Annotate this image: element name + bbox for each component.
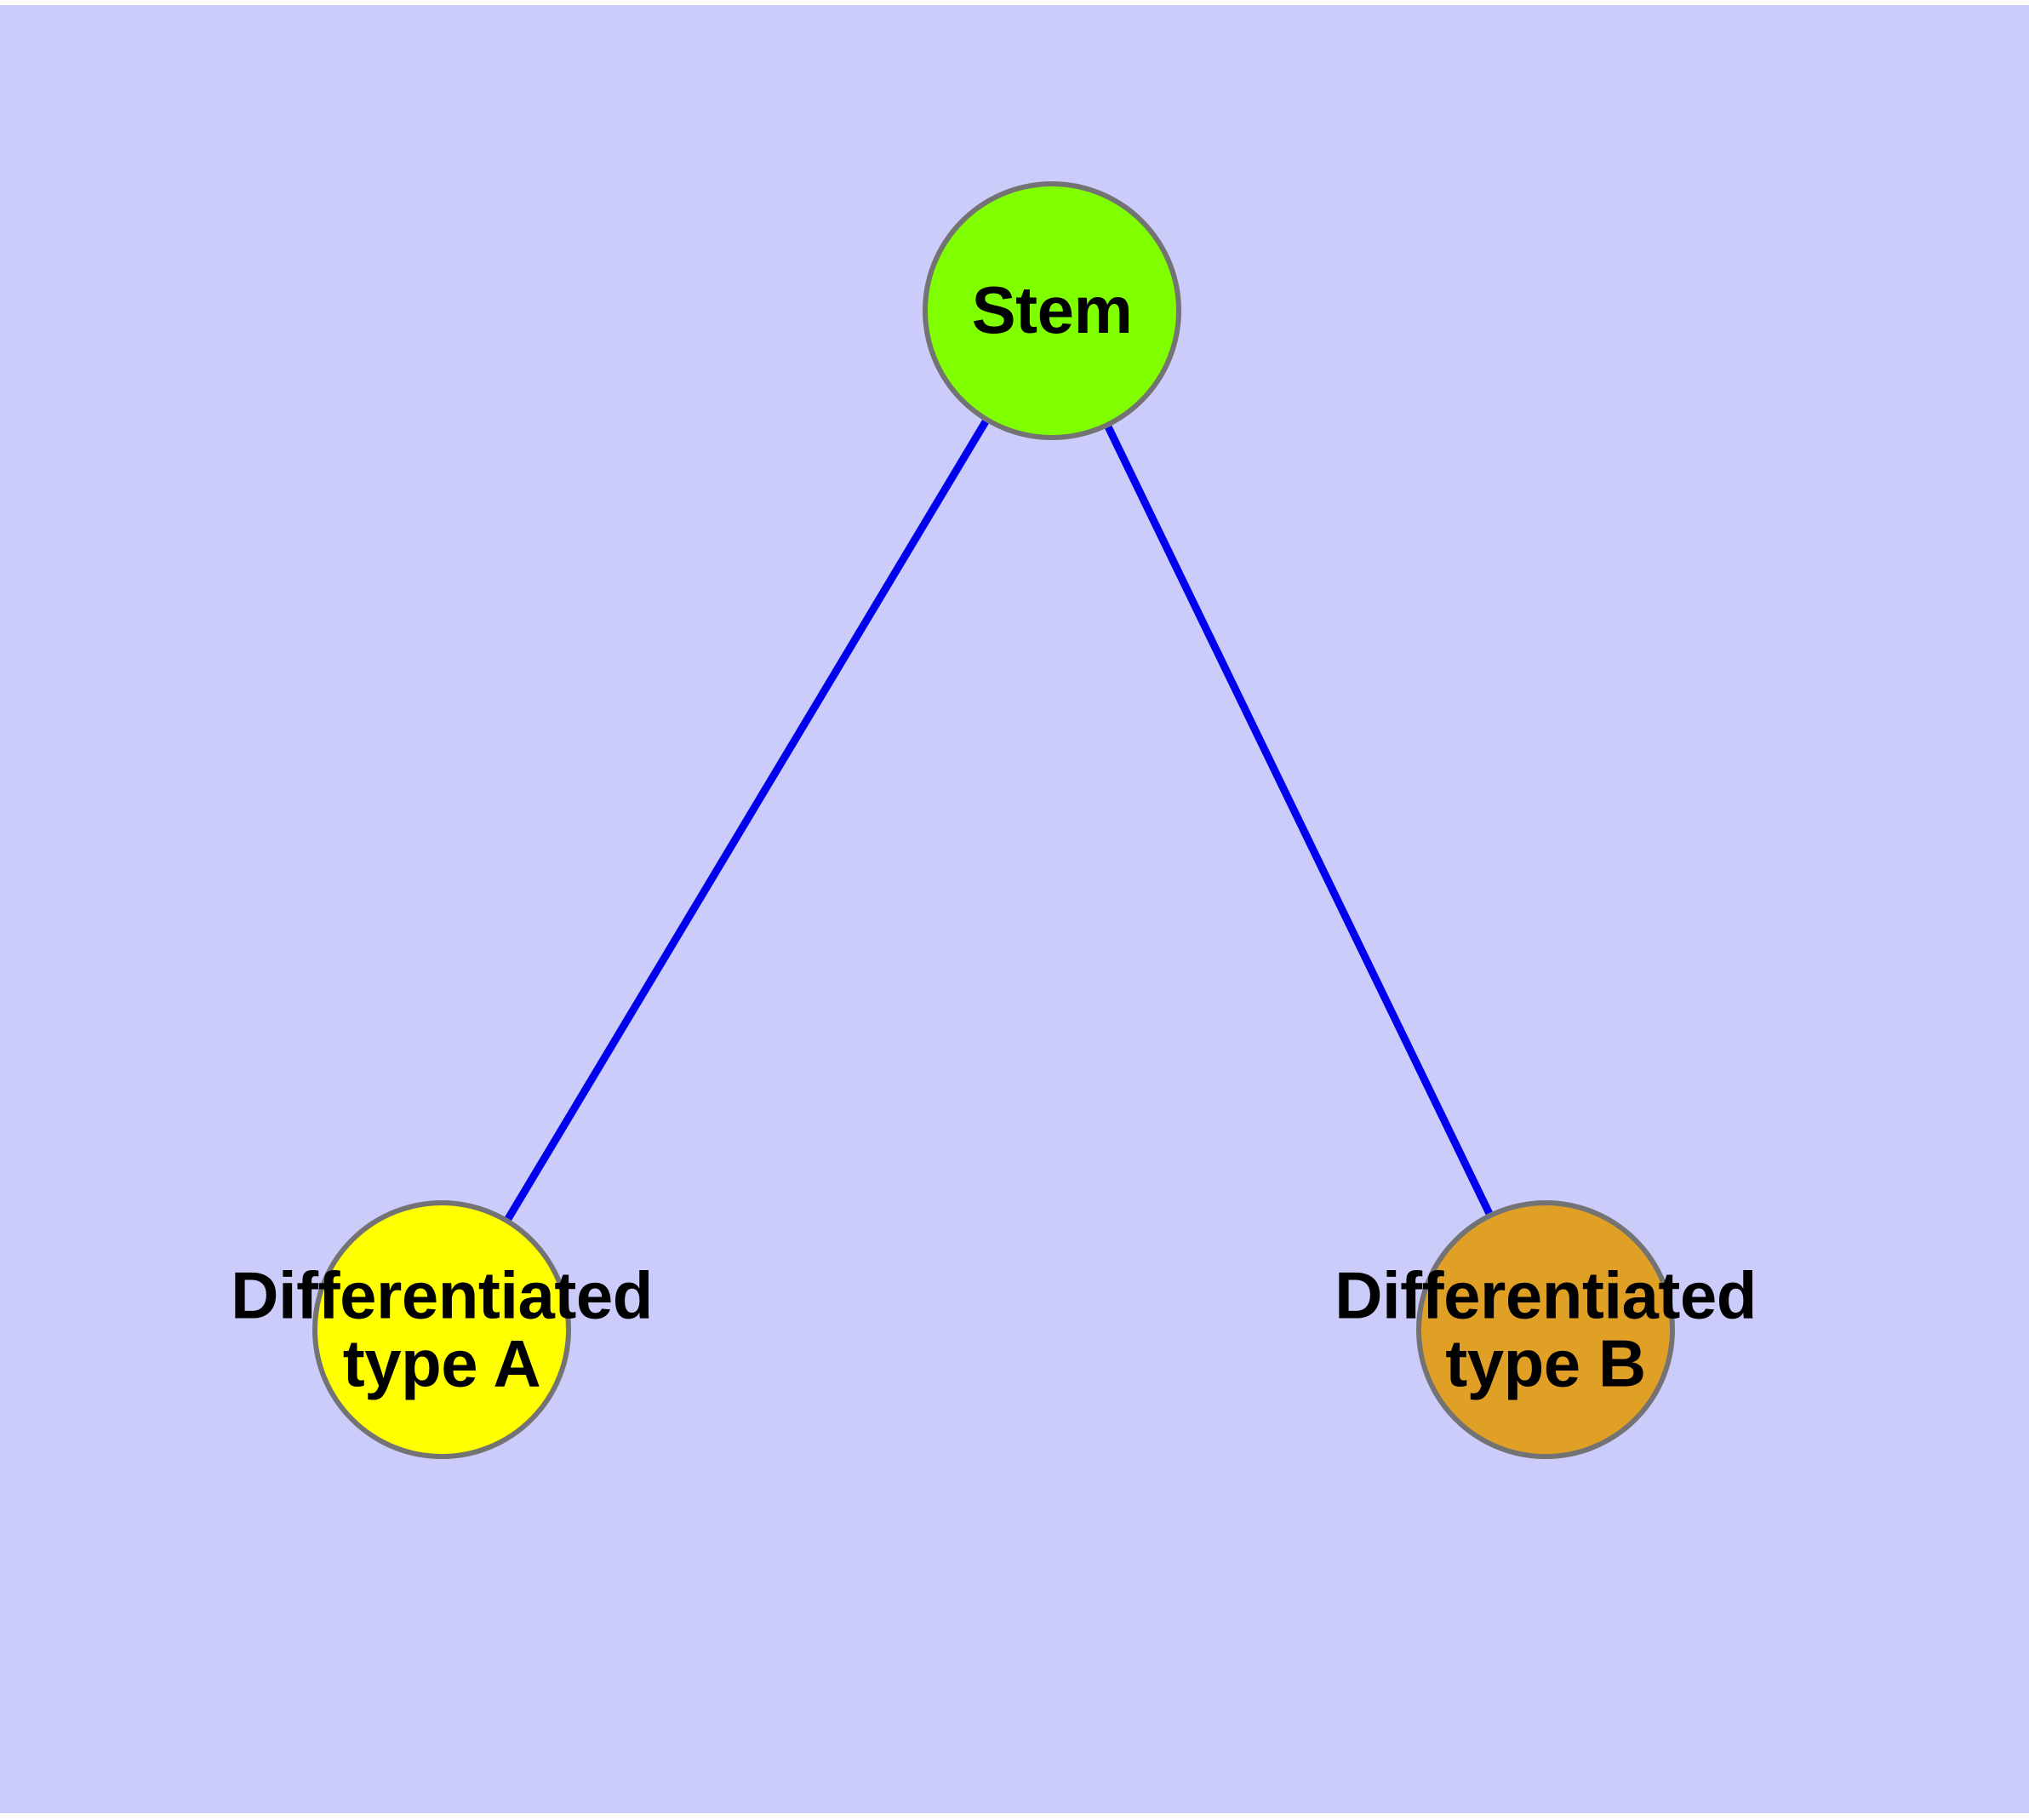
node-diff_a[interactable] bbox=[312, 1200, 571, 1459]
node-diff_b[interactable] bbox=[1416, 1200, 1675, 1459]
edge-layer bbox=[505, 420, 1493, 1221]
node-stem[interactable] bbox=[923, 181, 1181, 440]
edge-stem-diff-b bbox=[1105, 425, 1493, 1216]
edge-stem-diff-a bbox=[505, 420, 989, 1221]
node-layer bbox=[312, 181, 1675, 1459]
